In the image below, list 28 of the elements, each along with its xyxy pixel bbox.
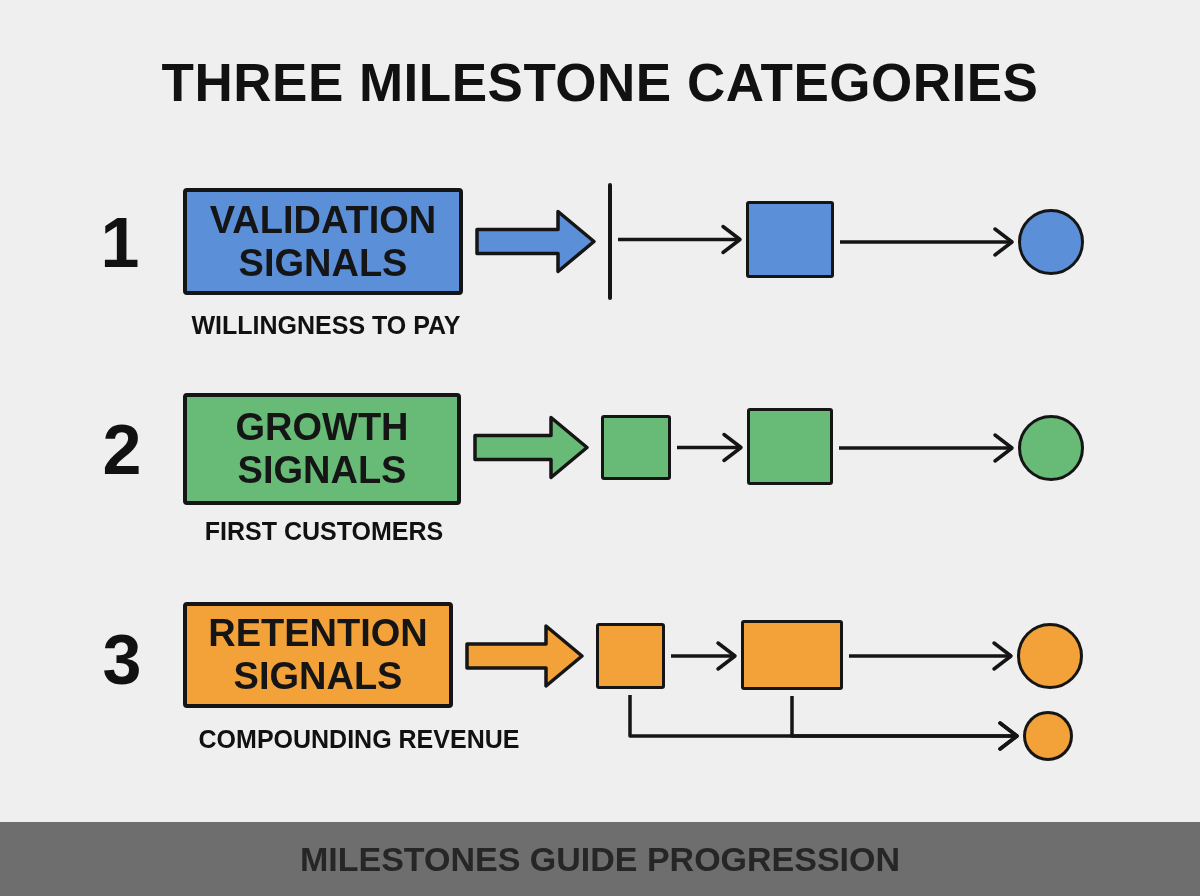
category-box: VALIDATION SIGNALS	[183, 188, 463, 295]
arrow	[790, 696, 1019, 751]
arrow	[671, 641, 737, 671]
arrow	[618, 224, 742, 255]
block-arrow	[465, 624, 584, 688]
title: THREE MILESTONE CATEGORIES	[161, 55, 1039, 109]
arrow	[849, 641, 1013, 671]
subtitle: COMPOUNDING REVENUE	[198, 726, 520, 752]
block-arrow	[475, 209, 596, 274]
row-number: 2	[102, 415, 142, 485]
subtitle: FIRST CUSTOMERS	[204, 518, 444, 544]
milestone-square	[601, 415, 671, 480]
arrow	[840, 227, 1014, 257]
milestone-square	[596, 623, 665, 689]
milestone-rectangle	[741, 620, 843, 690]
milestone-square	[747, 408, 833, 485]
block-arrow	[473, 415, 589, 480]
category-box: GROWTH SIGNALS	[183, 393, 461, 505]
milestone-circle	[1023, 711, 1073, 761]
row-number: 1	[100, 208, 140, 278]
category-box: RETENTION SIGNALS	[183, 602, 453, 708]
arrow	[839, 433, 1014, 463]
footer-band: MILESTONES GUIDE PROGRESSION	[0, 822, 1200, 896]
milestone-square	[746, 201, 834, 278]
vertical-bar	[608, 183, 612, 300]
row-number: 3	[102, 625, 142, 695]
arrow	[677, 432, 743, 463]
subtitle: WILLINGNESS TO PAY	[191, 312, 461, 338]
